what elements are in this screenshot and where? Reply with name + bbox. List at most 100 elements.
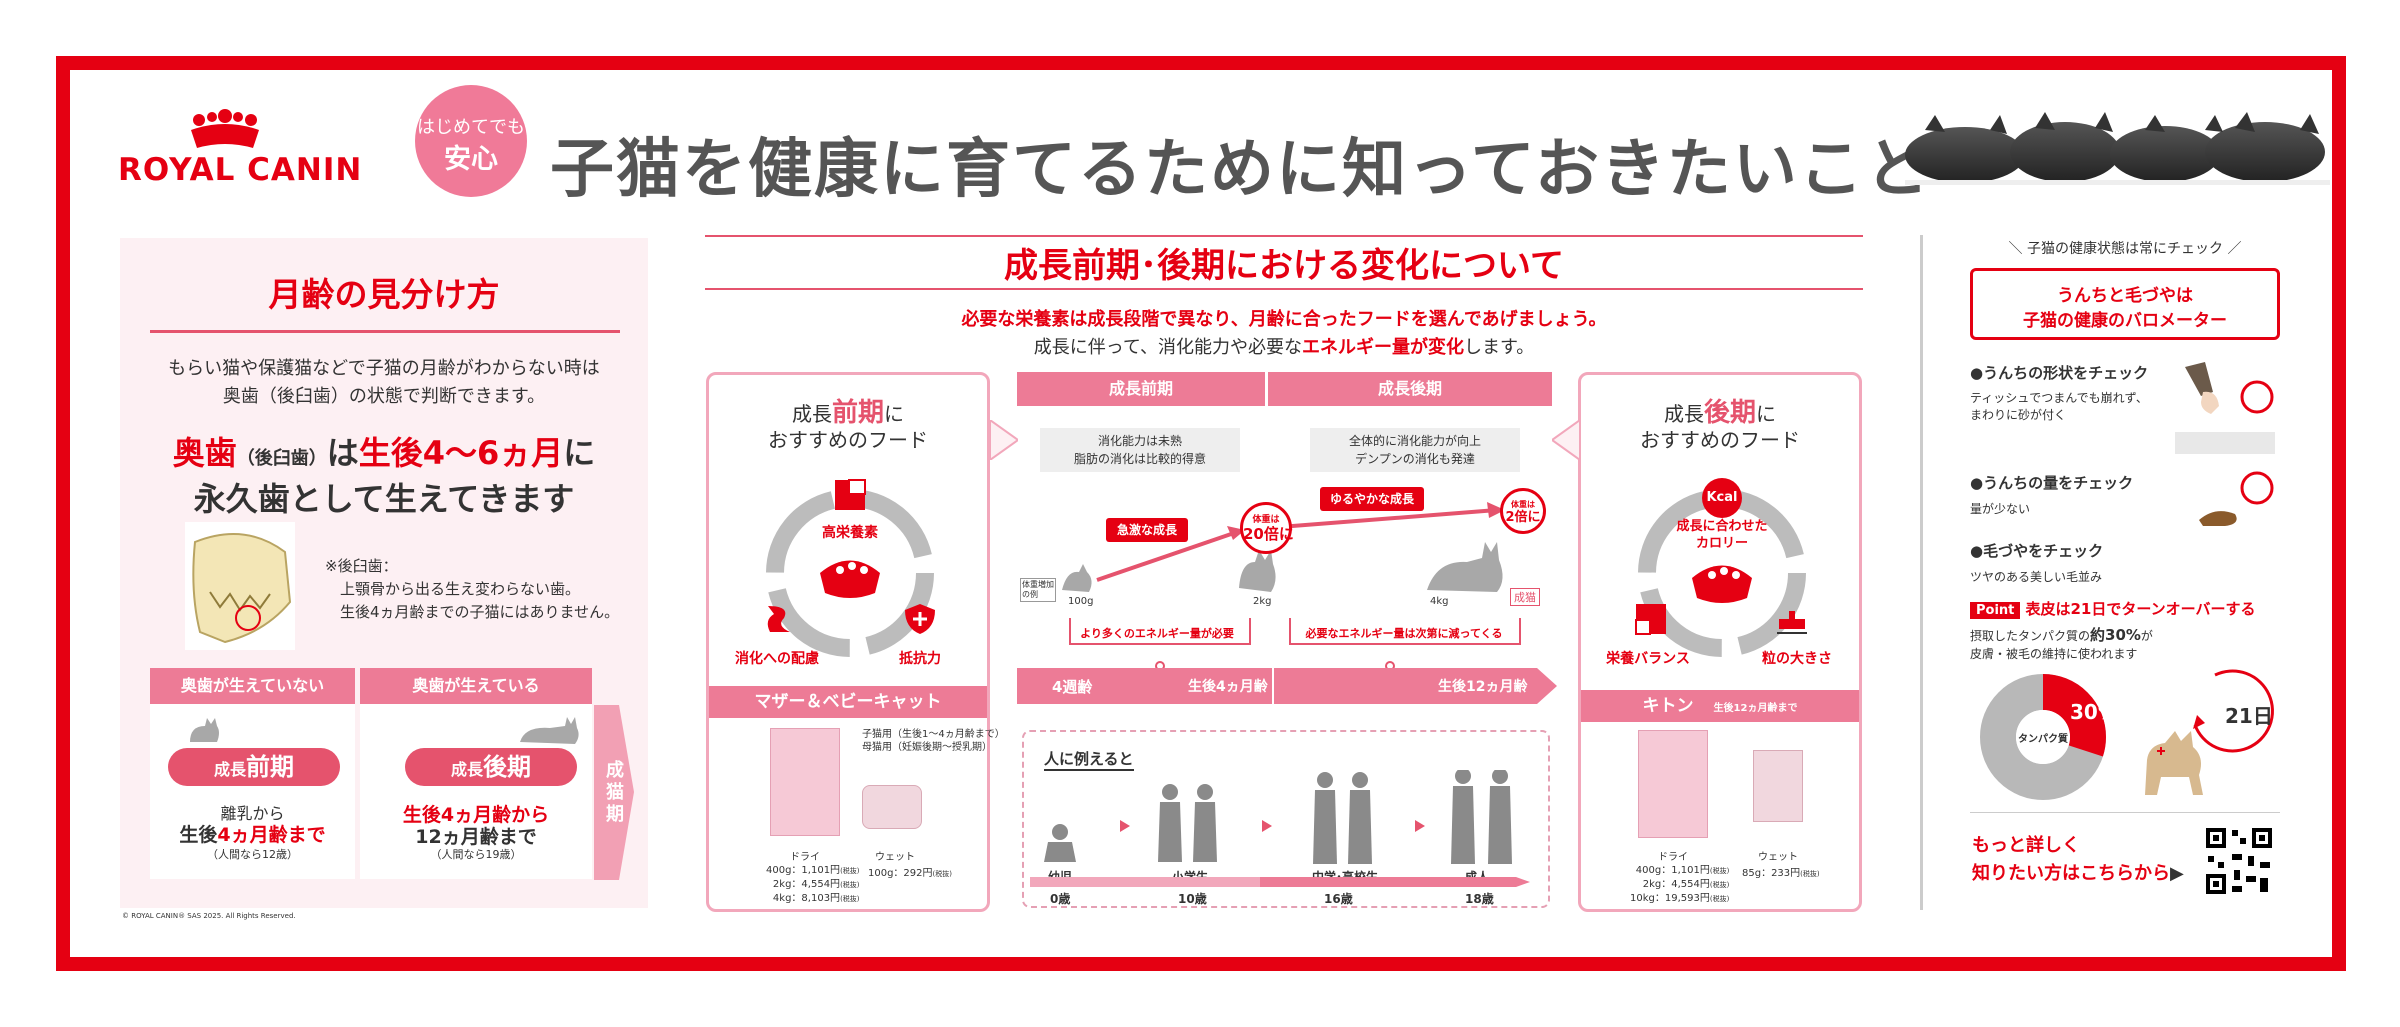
intro-line-2: 奥歯（後臼歯）の状態で判断できます。: [222, 386, 546, 407]
early-icon-label-1: 高栄養素: [822, 525, 878, 541]
desc-line-2: 皮膚・被毛の維持に使われます: [1970, 647, 2138, 661]
more-line-1: もっと詳しく: [1972, 835, 2080, 856]
early-dry-label: ドライ: [790, 852, 820, 863]
check-shape-desc: ティッシュでつまんでも崩れず、 まわりに砂が付く: [1970, 390, 2148, 424]
cat-cycle-illustration: [2145, 669, 2274, 795]
tax-note: (税抜): [840, 881, 860, 889]
human-age-0: 0歳: [1050, 892, 1071, 906]
turnover-days: 21日: [2225, 704, 2273, 728]
qr-code-icon[interactable]: [2204, 826, 2274, 896]
point-text: 表皮は21日でターンオーバーする: [2025, 600, 2256, 618]
rapid-growth-tag: 急激な成長: [1106, 518, 1188, 542]
barometer-line-2: 子猫の健康のバロメーター: [2023, 311, 2227, 331]
left-pointer: [990, 420, 1018, 460]
protein-desc: 摂取したタンパク質の約30%が 皮膚・被毛の維持に使われます: [1970, 626, 2153, 663]
center-title: 成長前期･後期における変化について: [1004, 246, 1564, 286]
desc-percent: 約30%: [2090, 626, 2141, 644]
nutrition-puzzle-icon: [835, 479, 866, 510]
late-age-1: 生後4ヵ月齢から: [402, 804, 550, 826]
human-age-10: 10歳: [1178, 892, 1207, 906]
calorie-line-2: カロリー: [1695, 536, 1748, 551]
no-molar-header: 奥歯が生えていない: [150, 668, 355, 704]
early-human-age: （人間なら12歳）: [207, 848, 298, 861]
center-sub-1: 必要な栄養素は成長段階で異なり、月齢に合ったフードを選んであげましょう。: [961, 309, 1607, 330]
desc-line-2: デンプンの消化も発達: [1355, 452, 1475, 466]
tissue-hand-illustration: [2175, 362, 2275, 454]
desc-part-1: 摂取したタンパク質の: [1970, 629, 2091, 643]
note-line-1: ※後臼歯：: [325, 557, 398, 575]
molar-headline-2: 永久歯として生えてきます: [193, 480, 575, 518]
sub2-part3: します。: [1464, 337, 1535, 358]
right-separator: [1920, 235, 1923, 910]
late-card-title-1: 成長後期に: [1578, 392, 1862, 429]
age-4-weeks: 4週齢: [1052, 678, 1093, 696]
check-amount-desc: 量が少ない: [1970, 502, 2031, 516]
age-guide-intro: もらい猫や保護猫などで子猫の月齢がわからない時は 奥歯（後臼歯）の状態で判断でき…: [120, 355, 648, 411]
headline-molar-note: （後臼歯）: [236, 448, 327, 469]
tax-note: (税抜): [1709, 881, 1730, 889]
human-age-16: 16歳: [1324, 892, 1353, 906]
balance-puzzle-icon: [1635, 604, 1666, 635]
energy-more: より多くのエネルギー量が必要: [1072, 625, 1242, 641]
early-dry-product: [770, 728, 840, 836]
desc-part-3: が: [2140, 629, 2153, 643]
desc-line-2: まわりに砂が付く: [1970, 408, 2067, 422]
more-info-link[interactable]: もっと詳しく 知りたい方はこちらから▶: [1972, 832, 2184, 888]
early-age-1: 離乳から: [220, 804, 285, 823]
molar-note: ※後臼歯： 上顎骨から出る生え変わらない歯。 生後4ヵ月齢までの子猫にはありませ…: [325, 555, 619, 624]
barometer-box: うんちと毛づやは 子猫の健康のバロメーター: [1970, 268, 2280, 340]
center-sub-2: 成長に伴って、消化能力や必要なエネルギー量が変化します。: [705, 333, 1863, 359]
age-value: 4ヵ月齢まで: [217, 824, 326, 846]
page-title: 子猫を健康に育てるために知っておきたいこと: [550, 133, 1931, 207]
kibble-size-icon: [1777, 611, 1807, 634]
target-mother: 母猫用（妊娠後期〜授乳期）: [862, 742, 992, 753]
late-age-2: 12ヵ月齢まで: [415, 826, 537, 848]
reassure-badge: はじめてでも 安心: [415, 85, 527, 197]
health-check-caption: ＼ 子猫の健康状態は常にチェック ／: [2008, 241, 2242, 257]
card-stage: 前期: [831, 398, 884, 428]
phase-early-header: 成長前期: [1017, 372, 1265, 406]
note-line-2: 上顎骨から出る生え変わらない歯。: [340, 580, 581, 598]
more-line-2: 知りたい方はこちらから: [1972, 863, 2170, 884]
late-digest-desc: 全体的に消化能力が向上 デンプンの消化も発達: [1310, 428, 1520, 472]
late-benefit-ring: [1638, 489, 1806, 657]
adult-cat-tag: 成猫: [1510, 588, 1540, 606]
kitten-icon: [190, 718, 219, 742]
digestion-icon: [767, 606, 790, 632]
early-column: [150, 704, 355, 879]
check-coat-title: ●毛づやをチェック: [1970, 542, 2104, 560]
headline-age: 生後4〜6ヵ月: [358, 434, 564, 472]
badge-prefix: 体重は: [1511, 500, 1535, 509]
weight-4kg: 4kg: [1430, 596, 1449, 607]
right-pointer: [1552, 420, 1580, 460]
calorie-line-1: 成長に合わせた: [1676, 519, 1768, 534]
divider: [150, 330, 620, 333]
kittens-photo: [1905, 112, 2330, 185]
card-particle: に: [884, 402, 904, 426]
badge-small-text: はじめてでも: [417, 117, 525, 138]
crown-icon: [191, 109, 259, 148]
cat-icon: [520, 717, 579, 744]
pill-stage: 前期: [246, 753, 294, 781]
shield-icon: [905, 604, 935, 634]
card-stage: 後期: [1703, 398, 1756, 428]
desc-line-1: 消化能力は未熟: [1097, 434, 1182, 448]
sub2-highlight: エネルギー量が変化: [1302, 337, 1464, 358]
adult-arrow: [594, 705, 634, 880]
early-wet-price: 100g：292円(税抜): [868, 864, 952, 879]
kitten-bar: キトン生後12ヵ月齢まで: [1581, 690, 1859, 722]
check-coat-desc: ツヤのある美しい毛並み: [1970, 570, 2103, 584]
molar-headline: 奥歯（後臼歯）は生後4〜6ヵ月に: [120, 428, 648, 474]
desc-line-1: 全体的に消化能力が向上: [1348, 434, 1481, 448]
growth-graph: [1062, 502, 1505, 592]
play-arrow-icon: ▶: [2170, 863, 2184, 884]
human-figures: [1044, 770, 1512, 864]
age-guide-title: 月齢の見分け方: [268, 275, 500, 314]
cat-skull-illustration: [185, 522, 295, 650]
pill-stage: 後期: [483, 753, 531, 781]
intro-line-1: もらい猫や保護猫などで子猫の月齢がわからない時は: [168, 358, 600, 379]
tax-note: (税抜): [932, 870, 952, 878]
weight-20x-badge: 体重は 20倍に: [1240, 502, 1294, 554]
pill-prefix: 成長: [213, 760, 246, 779]
price: 400g：1,101円: [766, 865, 841, 876]
